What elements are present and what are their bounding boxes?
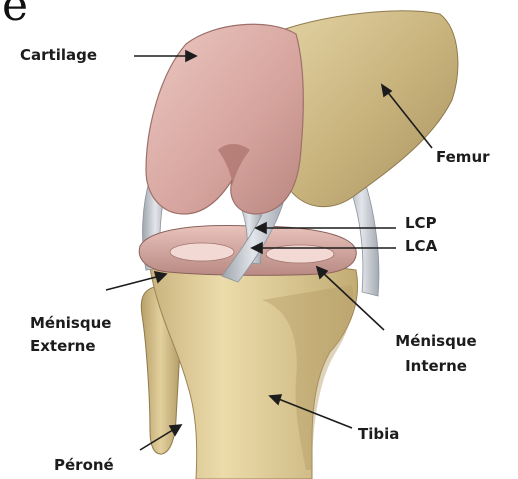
label-menisque-interne-line2: Interne (388, 357, 484, 376)
label-cartilage: Cartilage (20, 46, 97, 65)
label-menisque-externe-line2: Externe (30, 337, 111, 356)
label-menisque-interne-line1: Ménisque (388, 332, 484, 351)
label-lca: LCA (405, 237, 437, 256)
label-tibia: Tibia (358, 425, 399, 444)
label-lcp: LCP (405, 214, 437, 233)
label-menisque-externe: Ménisque Externe (30, 314, 111, 356)
meniscus-inner-left (170, 243, 234, 261)
corner-glyph: e (2, 0, 28, 28)
label-perone: Péroné (54, 456, 114, 475)
label-femur: Femur (436, 148, 490, 167)
label-menisque-interne: Ménisque Interne (388, 332, 484, 376)
cartilage-condyles (146, 24, 303, 214)
label-menisque-externe-line1: Ménisque (30, 314, 111, 333)
